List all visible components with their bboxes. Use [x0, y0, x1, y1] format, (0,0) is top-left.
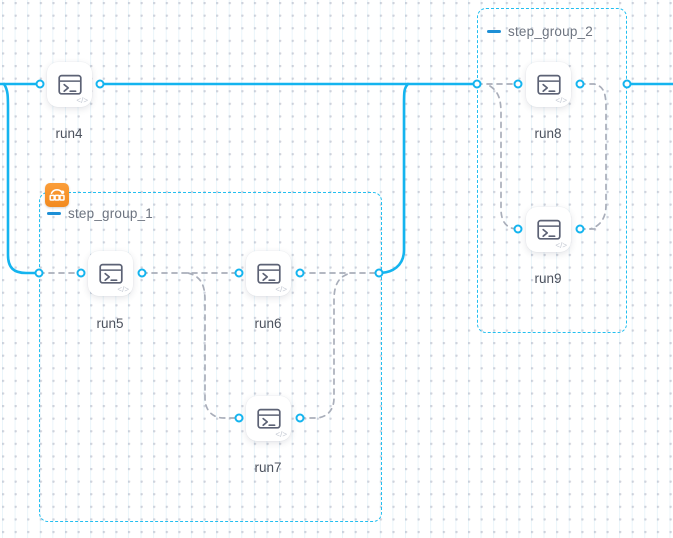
node-label-run8: run8 — [534, 126, 562, 141]
code-badge-icon: </> — [275, 285, 287, 294]
node-run7[interactable]: </> — [246, 396, 291, 441]
terminal-icon — [98, 263, 123, 284]
node-label-run9: run9 — [534, 271, 562, 286]
edge-e-left-branch-down[interactable] — [2, 82, 41, 275]
terminal-icon — [536, 219, 561, 240]
collapse-dash-icon[interactable] — [487, 30, 501, 33]
node-run6[interactable]: </> — [246, 251, 291, 296]
port-run4-in[interactable] — [35, 79, 45, 89]
port-run7-out[interactable] — [295, 413, 305, 423]
terminal-icon — [536, 74, 561, 95]
port-run4-out[interactable] — [95, 79, 105, 89]
edge-e-group1out-up[interactable] — [377, 82, 410, 275]
node-run5[interactable]: </> — [88, 251, 133, 296]
port-run8-in[interactable] — [513, 79, 523, 89]
port-group2-out[interactable] — [622, 79, 632, 89]
node-run8[interactable]: </> — [526, 62, 571, 107]
node-label-run6: run6 — [254, 316, 282, 331]
group-header-step_group_1[interactable]: step_group_1 — [47, 206, 153, 221]
code-badge-icon: </> — [555, 241, 567, 250]
port-group1-out[interactable] — [374, 268, 384, 278]
group-frame-step_group_2[interactable] — [477, 8, 627, 333]
code-badge-icon: </> — [117, 285, 129, 294]
port-run9-out[interactable] — [575, 224, 585, 234]
terminal-icon — [57, 74, 82, 95]
port-run6-out[interactable] — [295, 268, 305, 278]
group-title-step_group_2: step_group_2 — [508, 24, 593, 39]
group-title-step_group_1: step_group_1 — [68, 206, 153, 221]
group-frame-step_group_1[interactable] — [39, 192, 382, 522]
port-group2-in[interactable] — [472, 79, 482, 89]
node-label-run4: run4 — [55, 126, 83, 141]
port-run9-in[interactable] — [513, 224, 523, 234]
terminal-icon — [256, 408, 281, 429]
collapse-dash-icon[interactable] — [47, 212, 61, 215]
code-badge-icon: </> — [555, 96, 567, 105]
code-badge-icon: </> — [76, 96, 88, 105]
port-run7-in[interactable] — [234, 413, 244, 423]
node-label-run7: run7 — [254, 460, 282, 475]
node-label-run5: run5 — [96, 316, 124, 331]
code-badge-icon: </> — [275, 430, 287, 439]
group-header-step_group_2[interactable]: step_group_2 — [487, 24, 593, 39]
port-group1-in[interactable] — [34, 268, 44, 278]
node-run9[interactable]: </> — [526, 207, 571, 252]
port-run5-in[interactable] — [76, 268, 86, 278]
sitemap-icon[interactable] — [45, 183, 69, 207]
terminal-icon — [256, 263, 281, 284]
port-run8-out[interactable] — [575, 79, 585, 89]
port-run6-in[interactable] — [234, 268, 244, 278]
node-run4[interactable]: </> — [47, 62, 92, 107]
port-run5-out[interactable] — [137, 268, 147, 278]
